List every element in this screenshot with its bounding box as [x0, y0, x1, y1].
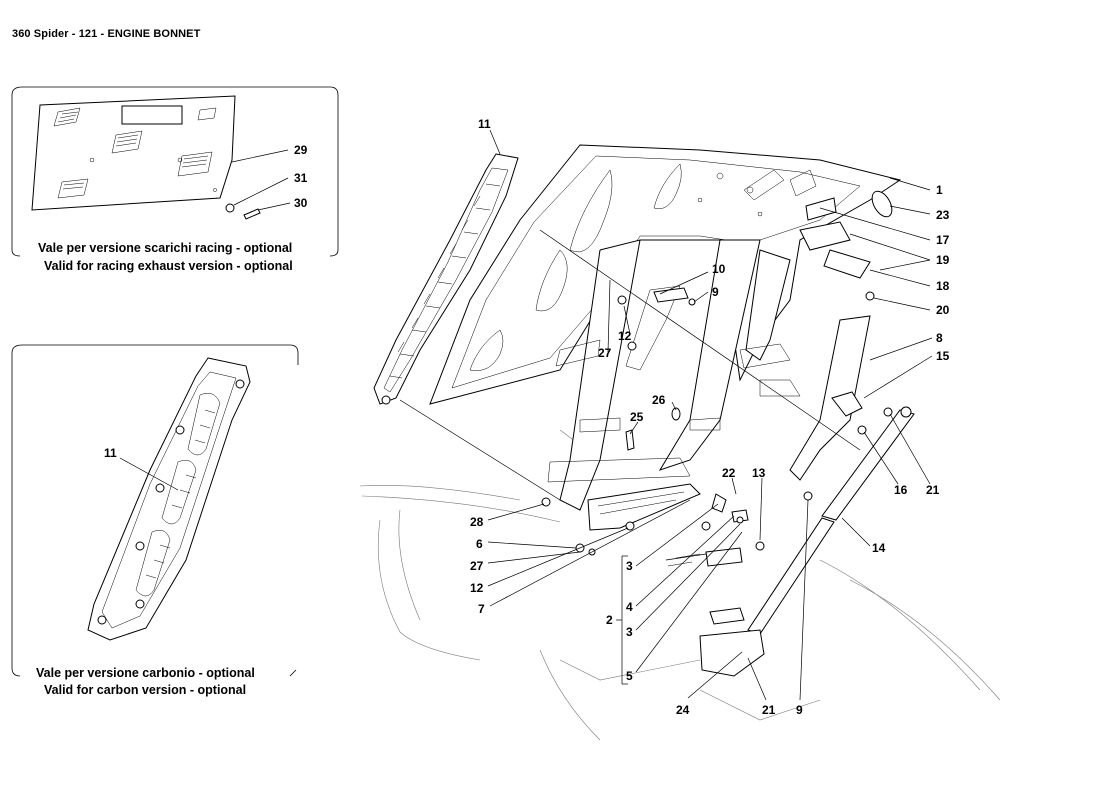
latch-assembly	[667, 493, 765, 677]
callout-6: 6	[476, 537, 483, 551]
callout-19: 19	[936, 253, 950, 267]
callout-18: 18	[936, 279, 950, 293]
bonnet-inner-frame	[547, 239, 871, 511]
racing-leader-lines	[231, 149, 291, 211]
callout-21-right: 21	[926, 483, 940, 497]
callout-30: 30	[294, 196, 308, 210]
air-intake-grille	[373, 153, 519, 405]
inset-carbon-frame	[11, 344, 299, 677]
caption-racing-en: Valid for racing exhaust version - optio…	[44, 259, 293, 273]
callout-25: 25	[630, 410, 644, 424]
callout-8: 8	[936, 331, 943, 345]
callout-16: 16	[894, 483, 908, 497]
callout-15: 15	[936, 349, 950, 363]
callout-28: 28	[470, 515, 484, 529]
callout-12-bottom: 12	[470, 581, 484, 595]
callout-5: 5	[626, 669, 633, 683]
callout-20: 20	[936, 303, 950, 317]
callout-2: 2	[606, 613, 613, 627]
callout-10: 10	[712, 262, 726, 276]
bracket-group-2	[616, 555, 628, 685]
callout-27-bottom: 27	[470, 559, 484, 573]
callout-26: 26	[652, 393, 666, 407]
carbon-leader-line	[119, 457, 179, 491]
callout-27-top: 27	[598, 346, 612, 360]
caption-racing-it: Vale per versione scarichi racing - opti…	[38, 241, 292, 255]
callout-11: 11	[478, 117, 491, 131]
callout-9-bottom: 9	[796, 703, 803, 717]
carbon-air-intake-grille	[87, 357, 251, 641]
callout-9-top: 9	[712, 285, 719, 299]
callout-21-bottom: 21	[762, 703, 776, 717]
caption-carbon-en: Valid for carbon version - optional	[44, 683, 246, 697]
callout-3-top: 3	[626, 559, 633, 573]
callout-14: 14	[872, 541, 886, 555]
page-title: 360 Spider - 121 - ENGINE BONNET	[12, 28, 201, 40]
hinge-upper-components	[617, 190, 893, 501]
callout-31: 31	[294, 171, 308, 185]
callout-13: 13	[752, 466, 766, 480]
gas-strut	[738, 406, 915, 660]
callout-24: 24	[676, 703, 690, 717]
callout-11-carbon: 11	[104, 446, 117, 460]
callout-3-bottom: 3	[626, 625, 633, 639]
callout-17: 17	[936, 233, 950, 247]
callout-1: 1	[936, 183, 943, 197]
callout-23: 23	[936, 208, 950, 222]
main-leader-lines	[399, 129, 933, 701]
callout-29: 29	[294, 143, 308, 157]
racing-bonnet-panel	[31, 95, 261, 220]
inset-racing-frame	[11, 86, 339, 257]
callout-7: 7	[478, 602, 485, 616]
hinge-bracket-7	[541, 483, 701, 556]
caption-carbon-it: Vale per versione carbonio - optional	[36, 666, 255, 680]
callout-4: 4	[626, 600, 633, 614]
callout-22: 22	[722, 466, 736, 480]
engine-bonnet-panel	[429, 144, 902, 405]
callout-12-top: 12	[618, 329, 632, 343]
